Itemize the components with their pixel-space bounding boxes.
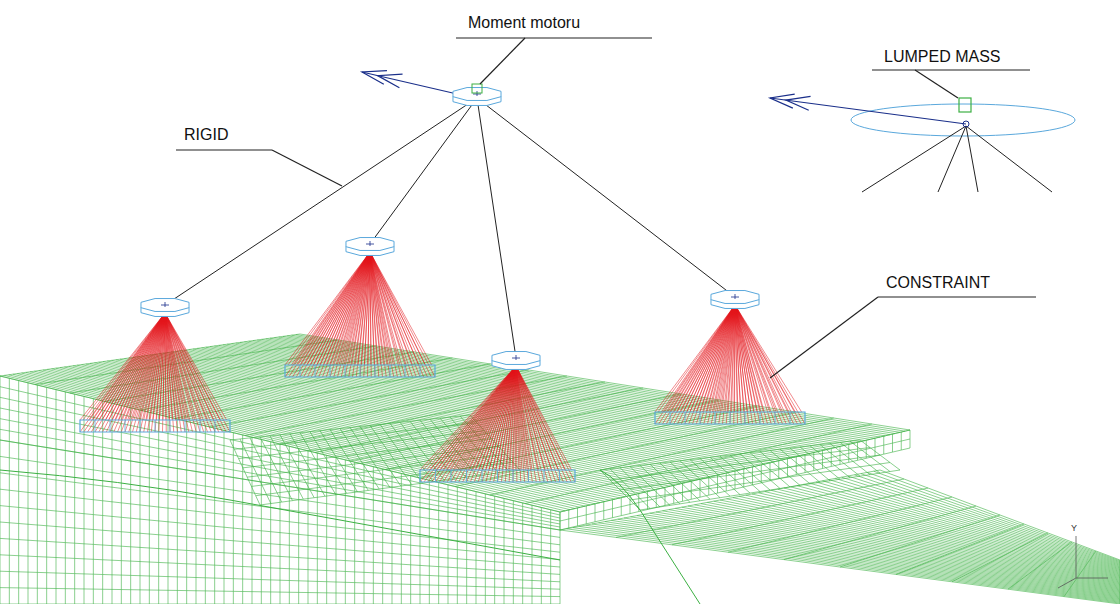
axis-label: Y — [1071, 523, 1077, 533]
leader-lines — [176, 38, 1036, 378]
lumped-mass-detail — [770, 94, 1075, 192]
callout-label: CONSTRAINT — [886, 274, 990, 292]
axis-triad — [1058, 536, 1108, 588]
callout-label: RIGID — [184, 126, 228, 144]
constraint-fans — [80, 252, 805, 482]
moment-hub — [362, 71, 501, 106]
mesh — [0, 334, 1120, 604]
rigid-links — [165, 98, 735, 358]
callout-label: LUMPED MASS — [884, 48, 1000, 66]
callout-label: Moment motoru — [468, 14, 580, 32]
node-plates — [141, 238, 759, 370]
